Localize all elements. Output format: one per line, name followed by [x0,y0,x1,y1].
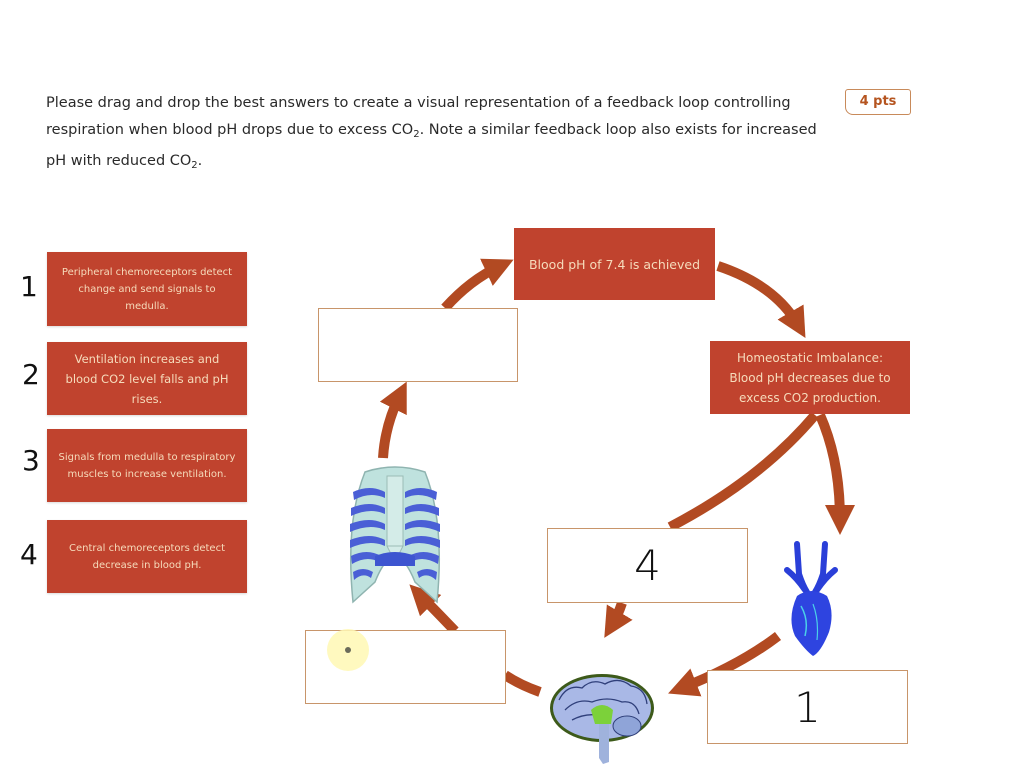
arrow-lower-left-to-ribs [409,584,459,635]
answer-central-chemoreceptors[interactable]: Central chemoreceptors detect decrease i… [47,520,247,593]
box-homeostatic-imbalance: Homeostatic Imbalance: Blood pH decrease… [710,341,910,414]
prompt-line-2: respiration when blood pH drops due to e… [46,122,817,140]
arrow-right-to-heart [815,412,855,535]
handwritten-number-1: 1 [20,270,38,303]
arrow-brain-to-lower-left [502,670,542,697]
heart-icon [784,541,838,656]
cursor-pointer-icon [345,647,351,653]
drop-zone-middle[interactable]: 4 [547,528,748,603]
prompt-line-3: pH with reduced CO2. [46,153,203,171]
brain-icon [550,674,654,764]
arrow-ribs-to-upper-left [378,381,407,459]
drop-zone-lower-right[interactable]: 1 [707,670,908,744]
answer-ventilation-increases[interactable]: Ventilation increases and blood CO2 leve… [47,342,247,415]
handwritten-number-4: 4 [20,538,38,571]
handwritten-number-2: 2 [22,358,40,391]
answer-peripheral-chemoreceptors[interactable]: Peripheral chemoreceptors detect change … [47,252,247,326]
arrow-middle-to-brain [604,601,633,638]
box-blood-ph-achieved: Blood pH of 7.4 is achieved [514,228,715,300]
answer-signals-medulla[interactable]: Signals from medulla to respiratory musc… [47,429,247,502]
prompt-line-1: Please drag and drop the best answers to… [46,95,791,111]
arrow-right-to-middle-box [667,411,819,532]
arrow-heart-to-brain [668,632,782,697]
drop-zone-upper-left[interactable] [318,308,518,382]
rib-cage-icon [350,466,440,604]
question-prompt: Please drag and drop the best answers to… [46,90,836,179]
arrow-to-top-box [441,258,514,312]
arrow-top-to-right [716,261,806,339]
handwritten-number-3: 3 [22,444,40,477]
points-badge: 4 pts [845,89,911,115]
